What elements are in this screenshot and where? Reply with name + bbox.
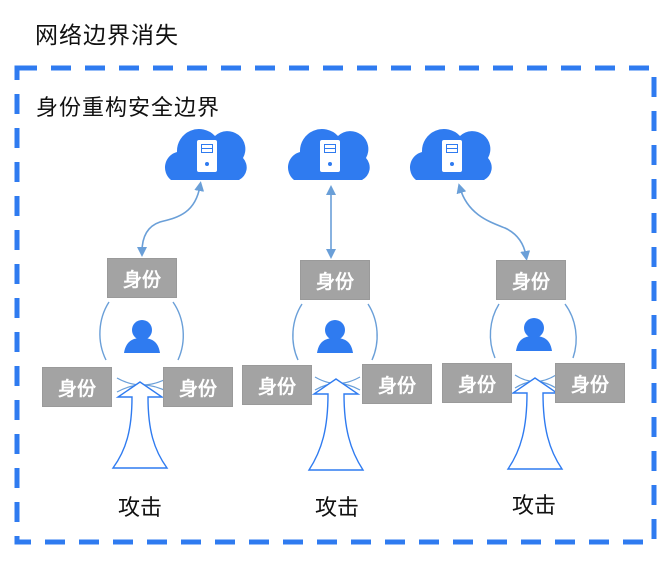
identity-box-left: 身份 — [442, 363, 512, 403]
protection-arc-left — [99, 301, 110, 361]
identity-box-right: 身份 — [163, 367, 233, 407]
identity-box-left: 身份 — [42, 367, 112, 407]
attack-label: 攻击 — [511, 494, 556, 519]
attack-arrow — [307, 378, 365, 471]
identity-box-top: 身份 — [496, 260, 566, 300]
identity-box-right: 身份 — [555, 363, 625, 403]
diagram-title: 网络边界消失 — [35, 23, 179, 49]
protection-arc-right — [172, 301, 184, 361]
identity-box-left: 身份 — [242, 365, 312, 405]
protection-arc-right — [367, 303, 378, 361]
identity-box-right: 身份 — [362, 364, 432, 404]
diagram-subtitle: 身份重构安全边界 — [36, 96, 221, 121]
identity-box-top: 身份 — [300, 260, 370, 300]
security-boundary-dashed-border — [14, 65, 657, 545]
column-1 — [99, 129, 247, 469]
cloud-server-icon — [287, 129, 370, 180]
user-icon — [124, 320, 160, 353]
identity-box-top: 身份 — [107, 258, 177, 298]
attack-arrow — [506, 377, 564, 470]
protection-arc-left — [489, 303, 500, 359]
user-icon — [317, 320, 353, 353]
connector-arrow — [456, 183, 531, 261]
attack-label: 攻击 — [117, 496, 162, 521]
protection-arc-left — [292, 303, 303, 361]
user-icon — [516, 318, 552, 351]
column-3 — [409, 129, 577, 470]
cloud-server-icon — [164, 129, 247, 180]
connector-arrow — [137, 181, 205, 257]
column-2 — [287, 129, 378, 471]
attack-arrow — [111, 381, 169, 469]
attack-label: 攻击 — [314, 496, 359, 521]
cloud-server-icon — [409, 129, 492, 180]
protection-arc-right — [564, 303, 577, 359]
